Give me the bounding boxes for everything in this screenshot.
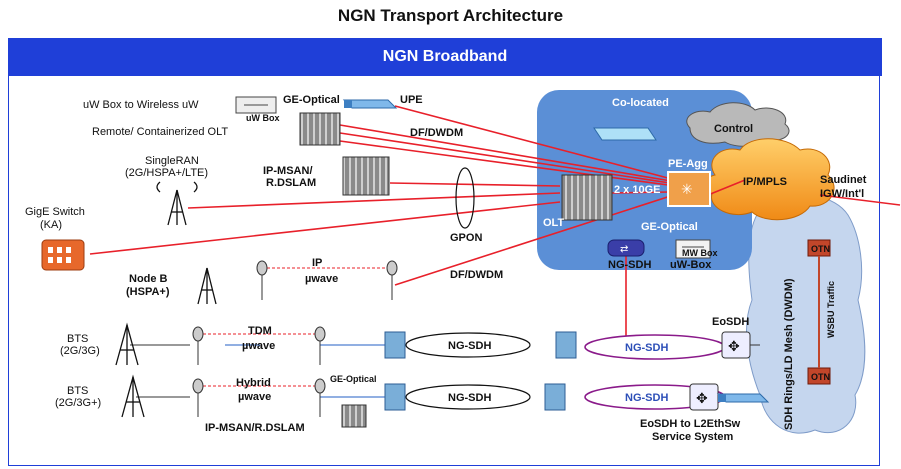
saudinet-label-2: IGW/Int'l xyxy=(820,188,864,200)
otn-label-2: OTN xyxy=(811,372,830,382)
eosdh-l2-label-2: Service System xyxy=(652,431,734,443)
sdh-rings-cloud xyxy=(746,194,866,434)
red-links xyxy=(89,105,901,350)
ngsdh-ring2-label: NG-SDH xyxy=(625,342,668,354)
two-10ge-label: 2 x 10GE xyxy=(614,184,660,196)
ip-msan-bottom-chassis-icon xyxy=(341,404,367,428)
ip-label: IP xyxy=(312,257,322,269)
ngsdh-ring4-label: NG-SDH xyxy=(625,392,668,404)
bts1-label-1: BTS xyxy=(67,333,88,345)
dish-antennas-icon xyxy=(192,326,326,417)
bts1-tower-icon xyxy=(115,322,139,366)
bts2-label-2: (2G/3G+) xyxy=(55,397,101,409)
microwave-links xyxy=(198,267,392,387)
hybrid-uwave-label: µwave xyxy=(238,391,271,403)
remote-olt-chassis-icon xyxy=(299,112,341,146)
eosdh-l2-label-1: EoSDH to L2EthSw xyxy=(640,418,741,430)
ngn-broadband-banner: NGN Broadband xyxy=(8,38,882,76)
olt-label: OLT xyxy=(543,217,564,229)
ge-optical-bottom-label: GE-Optical xyxy=(330,374,377,384)
ngsdh-ring-3 xyxy=(405,384,531,410)
uw-box-device-label: uW-Box xyxy=(670,259,712,271)
svg-text:⇄: ⇄ xyxy=(620,244,628,255)
ngsdh-device-label: NG-SDH xyxy=(608,259,651,271)
bts2-tower-icon xyxy=(121,374,145,418)
ipmsan-bottom-label: IP-MSAN/R.DSLAM xyxy=(205,422,305,434)
pe-agg-router-icon: ✳ xyxy=(667,171,711,207)
gpon-ellipse xyxy=(455,167,475,229)
tower-icon xyxy=(156,181,198,226)
bts1-label-2: (2G/3G) xyxy=(60,345,100,357)
black-links xyxy=(130,344,760,398)
nodeb-tower-icon xyxy=(197,267,217,305)
pe-agg-label: PE-Agg xyxy=(668,158,708,170)
gige-label-2: (KA) xyxy=(40,219,62,231)
gige-switch-icon xyxy=(41,239,85,271)
l2-switch-icon xyxy=(716,393,770,403)
uw-box-wireless-label: uW Box to Wireless uW xyxy=(83,99,199,111)
eosdh-router-icon: ✥ xyxy=(721,331,751,359)
upe-label: UPE xyxy=(400,94,423,106)
wsbu-label: WSBU Traffic xyxy=(826,281,836,338)
ngsdh-adm-icon xyxy=(384,331,577,411)
control-label: Control xyxy=(714,123,753,135)
saudinet-label-1: Saudinet xyxy=(820,174,867,186)
ip-msan-chassis-icon xyxy=(342,156,390,196)
eosdh-label: EoSDH xyxy=(712,316,749,328)
upe-switch-icon xyxy=(342,99,398,109)
uw-box-device-icon xyxy=(675,239,711,259)
ge-optical-top-label: GE-Optical xyxy=(283,94,340,106)
ipmsan-label-2: R.DSLAM xyxy=(266,177,316,189)
hybrid-label: Hybrid xyxy=(236,377,271,389)
otn-label-1: OTN xyxy=(811,244,830,254)
ngsdh-ring1-label: NG-SDH xyxy=(448,340,491,352)
svg-text:✥: ✥ xyxy=(696,391,708,407)
df-dwdm-top-label: DF/DWDM xyxy=(410,127,463,139)
control-cloud xyxy=(686,102,790,147)
ip-mpls-label: IP/MPLS xyxy=(743,176,787,188)
sdh-rings-label: SDH Rings/LD Mesh (DWDM) xyxy=(783,278,795,430)
olt-chassis-icon xyxy=(561,174,613,221)
bts2-label-1: BTS xyxy=(67,385,88,397)
tdm-label: TDM xyxy=(248,325,272,337)
singleran-label-2: (2G/HSPA+/LTE) xyxy=(125,167,208,179)
singleran-label-1: SingleRAN xyxy=(145,155,199,167)
ngsdh-ring3-label: NG-SDH xyxy=(448,392,491,404)
uwave-label: µwave xyxy=(305,273,338,285)
mw-box-label: MW Box xyxy=(682,248,718,258)
svg-text:✳: ✳ xyxy=(681,182,693,198)
gpon-label: GPON xyxy=(450,232,482,244)
blue-links xyxy=(225,344,385,398)
nodeb-label-1: Node B xyxy=(129,273,168,285)
uw-box-mini-label: uW Box xyxy=(246,113,280,123)
svg-text:✥: ✥ xyxy=(728,339,740,355)
eosdh-l2-router-icon: ✥ xyxy=(689,383,719,411)
ngsdh-ring-1 xyxy=(405,332,531,358)
colocated-label: Co-located xyxy=(612,97,669,109)
ngsdh-device-icon: ⇄ xyxy=(607,239,645,257)
ipmsan-label-1: IP-MSAN/ xyxy=(263,165,313,177)
gige-label-1: GigE Switch xyxy=(25,206,85,218)
dish-antenna-icon xyxy=(256,260,398,300)
ge-optical-mid-label: GE-Optical xyxy=(641,221,698,233)
colocated-switch-icon xyxy=(593,127,657,141)
remote-olt-label: Remote/ Containerized OLT xyxy=(92,126,228,138)
page-title: NGN Transport Architecture xyxy=(337,6,564,25)
nodeb-label-2: (HSPA+) xyxy=(126,286,170,298)
tdm-uwave-label: µwave xyxy=(242,340,275,352)
uw-box-icon xyxy=(235,96,277,114)
df-dwdm-mid-label: DF/DWDM xyxy=(450,269,503,281)
